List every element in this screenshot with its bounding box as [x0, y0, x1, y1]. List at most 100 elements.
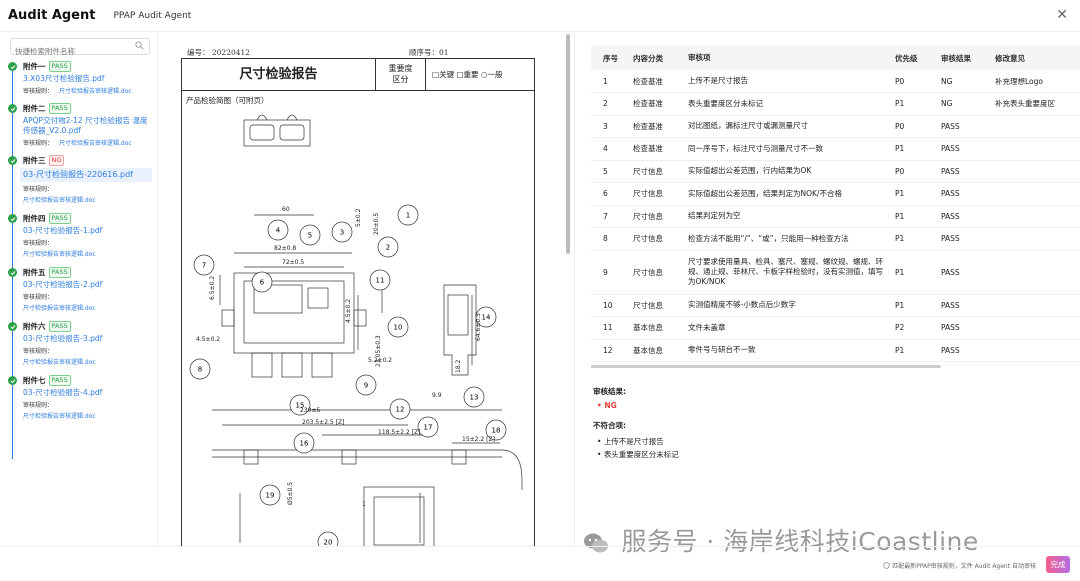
col-result: 审核结果 [937, 46, 991, 70]
doc-importance: 重要度 区分 [376, 59, 426, 90]
cell-seq: 10 [591, 294, 629, 317]
dimension-label: 23.05±0.3 [375, 335, 382, 367]
svg-text:10: 10 [394, 324, 403, 332]
attachment-file-link[interactable]: 03-尺寸检验报告-220616.pdf [20, 168, 152, 182]
rule-label: 审核规则： [23, 240, 54, 247]
attachment-file-link[interactable]: APQP交付物2-12 尺寸检验报告 温度传感器_V2.0.pdf [23, 116, 148, 135]
cell-opinion [991, 227, 1080, 251]
cell-opinion [991, 182, 1080, 206]
doc-title-box: 尺寸检验报告 重要度 区分 □关键 □重要 ○一般 [182, 59, 534, 91]
cell-result: PASS [937, 115, 991, 138]
drawing-balloon: 3 [331, 221, 353, 243]
done-button[interactable]: 完成 [1046, 556, 1070, 573]
rule-doc-link[interactable]: 尺寸检验报告审核逻辑.doc [23, 359, 96, 366]
attachment-file-link[interactable]: 03-尺寸检验报告-2.pdf [23, 280, 103, 289]
attachment-file-link[interactable]: 03-尺寸检验报告-3.pdf [23, 334, 103, 343]
rule-doc-link[interactable]: 尺寸检验报告审核逻辑.doc [23, 251, 96, 258]
rule-doc-link[interactable]: 尺寸检验报告审核逻辑.doc [23, 197, 96, 204]
footer: 匹配最新PPAP审核规则，文件 Audit Agent 自动审核 完成 [0, 546, 1080, 581]
cell-priority: P0 [891, 70, 937, 93]
status-badge: PASS [48, 375, 71, 386]
cell-result: PASS [937, 250, 991, 295]
cell-opinion [991, 250, 1080, 295]
check-icon [8, 156, 17, 165]
cell-category: 基本信息 [629, 316, 684, 340]
attachment-file-link[interactable]: 03-尺寸检验报告-1.pdf [23, 226, 103, 235]
svg-text:18: 18 [492, 427, 501, 435]
app-header: Audit Agent PPAP Audit Agent ✕ [0, 0, 1080, 32]
attachment-file-link[interactable]: 03-尺寸检验报告-4.pdf [23, 388, 103, 397]
nonconform-item: • 表头重要度区分未标记 [597, 450, 679, 459]
search-box[interactable] [10, 38, 150, 59]
doc-scrollbar[interactable] [566, 34, 570, 254]
timeline-line [12, 69, 13, 459]
cell-opinion [991, 294, 1080, 317]
attachment-file-link[interactable]: 3.X03尺寸检验报告.pdf [23, 74, 105, 83]
cell-result: NG [937, 92, 991, 116]
dimension-label: 20±0.5 [373, 213, 380, 235]
doc-number: 编号： 20220412 [187, 48, 251, 57]
search-input[interactable] [11, 44, 131, 59]
cell-result: PASS [937, 316, 991, 340]
dimension-label: 72±0.5 [282, 259, 304, 266]
cell-category: 尺寸信息 [629, 160, 684, 183]
dimension-label: 64.6±0.5 [475, 313, 482, 341]
svg-text:3: 3 [340, 229, 344, 237]
col-priority: 优先级 [891, 46, 937, 70]
rule-doc-link[interactable]: 尺寸检验报告审核逻辑.doc [59, 88, 132, 95]
svg-text:2: 2 [386, 244, 390, 252]
rule-row: 审核规则：尺寸检验报告审核逻辑.doc [23, 88, 132, 95]
product-drawing: 1234567891011121314151617181920212223 60… [189, 114, 523, 546]
drawing-balloon: 16 [293, 432, 315, 454]
cell-opinion [991, 205, 1080, 228]
cell-category: 检查基准 [629, 70, 684, 93]
check-icon [8, 104, 17, 113]
col-item: 审核项 [684, 46, 891, 70]
document-preview: 编号： 20220412 顺序号：01 尺寸检验报告 重要度 区分 □关键 □重… [159, 32, 572, 546]
cell-item: 实测值精度不够-小数点后少数字 [684, 294, 891, 317]
cell-seq: 4 [591, 137, 629, 161]
search-icon[interactable] [135, 41, 144, 50]
cell-category: 尺寸信息 [629, 294, 684, 317]
importance-label-1: 重要度 [388, 64, 413, 73]
rule-doc-link[interactable]: 尺寸检验报告审核逻辑.doc [59, 140, 132, 147]
cell-priority: P1 [891, 92, 937, 116]
close-icon[interactable]: ✕ [1056, 7, 1068, 23]
cell-result: PASS [937, 227, 991, 251]
table-scrollbar[interactable] [591, 365, 941, 368]
watermark-text: 服务号 · 海岸线科技iCoastline [621, 527, 979, 556]
cell-result: PASS [937, 137, 991, 161]
drawing-balloon: 20 [317, 531, 339, 546]
cell-priority: P1 [891, 182, 937, 206]
drawing-balloon: 1 [397, 204, 419, 226]
svg-text:6: 6 [260, 279, 265, 287]
rule-label: 审核规则： [23, 186, 54, 193]
drawing-balloon: 11 [369, 269, 391, 291]
dimension-label: 4.5±0.2 [345, 299, 352, 323]
drawing-balloon: 10 [387, 316, 409, 338]
rule-doc-link[interactable]: 尺寸检验报告审核逻辑.doc [23, 413, 96, 420]
app-subtitle: PPAP Audit Agent [113, 10, 192, 21]
importance-options: □关键 □重要 ○一般 [432, 70, 503, 79]
check-icon [8, 376, 17, 385]
status-badge: PASS [48, 61, 71, 72]
drawing-balloon: 4 [267, 219, 289, 241]
cell-item: 尺寸要求使用量具、检具、塞尺、塞规、螺纹规、螺规、环规、通止规、菲林尺、卡板字样… [684, 250, 891, 295]
rule-doc-link[interactable]: 尺寸检验报告审核逻辑.doc [23, 305, 96, 312]
check-icon [8, 214, 17, 223]
